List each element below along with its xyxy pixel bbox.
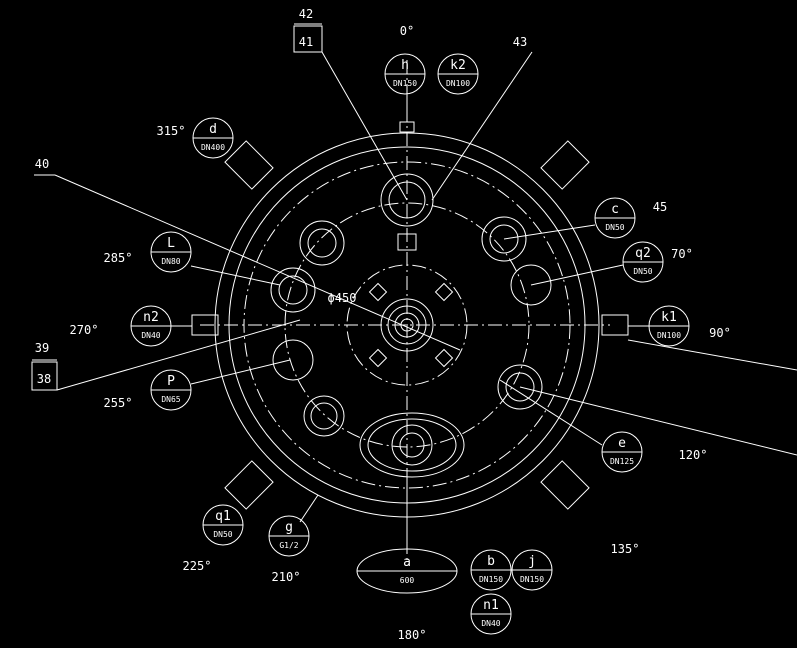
balloon-spec: DN50 [213, 530, 232, 539]
balloon-label: k2 [450, 58, 466, 73]
diameter-dimension: ϕ450 [328, 291, 357, 305]
balloon-p: P DN65 [150, 369, 192, 411]
balloon-spec: DN100 [657, 331, 681, 340]
balloon-spec: DN40 [141, 331, 160, 340]
balloon-spec: DN150 [393, 79, 417, 88]
balloon-label: d [209, 122, 217, 137]
ref-43: 43 [513, 35, 527, 49]
ref-42: 42 [299, 7, 313, 21]
angle-255: 255° [104, 396, 133, 410]
angle-270: 270° [70, 323, 99, 337]
balloon-spec: DN80 [161, 257, 180, 266]
angle-45: 45 [653, 200, 667, 214]
angle-0: 0° [400, 24, 414, 38]
angle-70: 70° [671, 247, 693, 261]
balloon-spec: DN150 [479, 575, 503, 584]
balloon-label: P [167, 374, 175, 389]
ref-39: 39 [35, 341, 49, 355]
nozzle-circles [191, 140, 629, 510]
angle-225: 225° [183, 559, 212, 573]
ref-38: 38 [37, 372, 51, 386]
angle-210: 210° [272, 570, 301, 584]
ref-41: 41 [299, 35, 313, 49]
balloon-spec: DN125 [610, 457, 634, 466]
angle-135: 135° [611, 542, 640, 556]
reference-numbers: 42 41 43 40 39 38 ϕ450 [31, 7, 527, 391]
nozzle-balloons: hDN150k2DN100dDN400cDN50q2DN50LDN80n2DN4… [130, 53, 690, 635]
balloon-label: a [403, 555, 411, 570]
lug-marks [368, 282, 454, 368]
balloon-label: c [611, 202, 619, 217]
balloon-spec: G1/2 [279, 541, 298, 550]
balloon-spec: DN150 [520, 575, 544, 584]
balloon-label: b [487, 554, 495, 569]
central-nozzle [380, 298, 434, 352]
balloon-spec: DN400 [201, 143, 225, 152]
angle-labels: 0° 315° 45 70° 285° 270° 90° 255° 120° 1… [70, 24, 731, 642]
angle-285: 285° [104, 251, 133, 265]
balloon-a: a 600 [356, 548, 458, 594]
balloon-label: k1 [661, 310, 677, 325]
angle-90: 90° [709, 326, 731, 340]
angle-120: 120° [679, 448, 708, 462]
balloon-spec: DN50 [605, 223, 624, 232]
balloon-spec: DN50 [633, 267, 652, 276]
balloon-label: e [618, 436, 626, 451]
ref-40: 40 [35, 157, 49, 171]
balloon-label: j [528, 554, 536, 569]
balloon-label: q1 [215, 509, 231, 524]
balloon-spec: DN65 [161, 395, 180, 404]
vessel-shell [200, 60, 610, 560]
angle-315: 315° [157, 124, 186, 138]
balloon-label: n1 [483, 598, 499, 613]
balloon-l: L DN80 [150, 231, 192, 273]
balloon-spec: DN100 [446, 79, 470, 88]
balloon-label: q2 [635, 246, 651, 261]
balloon-label: g [285, 520, 293, 535]
balloon-g: gG1/2 [268, 515, 310, 557]
balloon-spec: DN40 [481, 619, 500, 628]
balloon-label: h [401, 58, 409, 73]
balloon-spec: 600 [400, 576, 415, 585]
balloon-label: L [167, 236, 175, 251]
angle-180: 180° [398, 628, 427, 642]
leader-lines [34, 51, 797, 549]
balloon-label: n2 [143, 310, 159, 325]
